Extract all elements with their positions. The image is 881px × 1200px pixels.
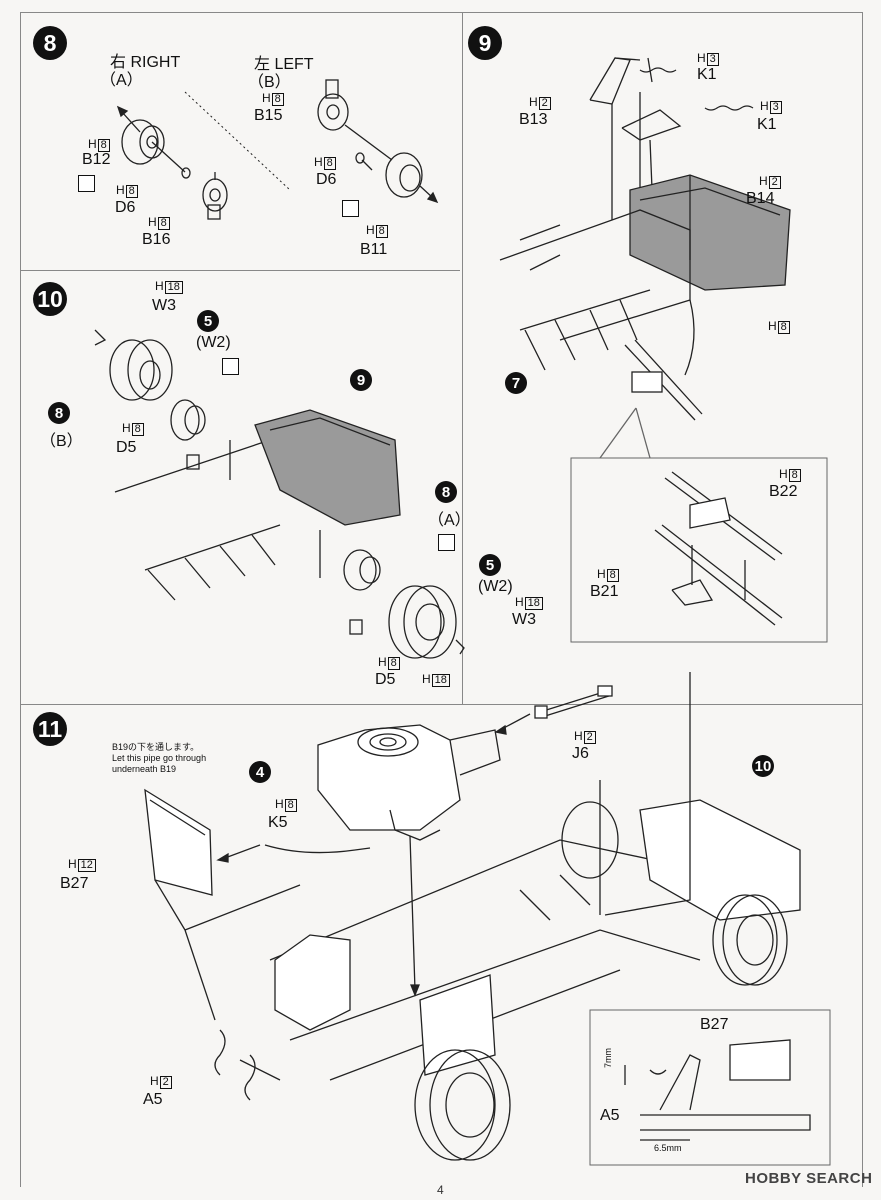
ref-step-8-sub: （A）	[428, 512, 471, 529]
part-code: B13	[519, 111, 548, 128]
ref-step-5-sub: (W2)	[196, 334, 231, 351]
pipe-note: B19の下を通します。 Let this pipe go through und…	[112, 742, 206, 775]
ref-step-7-badge: 7	[505, 372, 527, 394]
ref-step-8-badge: 8	[435, 481, 457, 503]
step-9-badge: 9	[468, 26, 502, 60]
part-code: B27	[60, 875, 89, 892]
part-code: D6	[316, 171, 337, 188]
pipe-note-en-2: underneath B19	[112, 764, 177, 774]
step-11-badge: 11	[33, 712, 67, 746]
step-10-badge: 10	[33, 282, 67, 316]
cement-icon	[78, 175, 95, 192]
part-code: B14	[746, 190, 775, 207]
detail-dim-vertical: 7mm	[603, 1048, 613, 1068]
part-code: K1	[757, 116, 777, 133]
step-8-badge: 8	[33, 26, 67, 60]
divider-center-vertical	[462, 12, 463, 705]
part-code: A5	[143, 1091, 163, 1108]
detail-part-a5: A5	[600, 1107, 620, 1124]
part-code: B15	[254, 107, 283, 124]
page-number: 4	[437, 1183, 444, 1197]
divider-top	[20, 12, 862, 13]
pipe-note-en-1: Let this pipe go through	[112, 753, 207, 763]
part-code: B12	[82, 151, 111, 168]
ref-step-8-badge: 8	[48, 402, 70, 424]
part-code: D5	[375, 671, 396, 688]
part-code: B22	[769, 483, 798, 500]
part-code: J6	[572, 745, 589, 762]
step8-left-sub: （B）	[248, 74, 291, 91]
ref-step-8-sub: （B）	[40, 433, 83, 450]
ref-step-4-badge: 4	[249, 761, 271, 783]
part-code: W3	[152, 297, 176, 314]
cement-icon	[342, 200, 359, 217]
cement-icon	[222, 358, 239, 375]
part-code: W3	[512, 611, 536, 628]
part-code: B11	[360, 241, 388, 258]
step8-right-label: 右 RIGHT	[110, 54, 181, 71]
watermark-logo: HOBBY SEARCH	[745, 1170, 873, 1187]
part-code: K5	[268, 814, 288, 831]
step8-left-label: 左 LEFT	[254, 56, 314, 73]
ref-step-5-badge: 5	[479, 554, 501, 576]
part-code: K1	[697, 66, 717, 83]
ref-step-10-badge: 10	[752, 755, 774, 777]
pipe-note-jp: B19の下を通します。	[112, 742, 200, 752]
part-code: B21	[590, 583, 619, 600]
divider-left-vertical	[20, 12, 21, 1187]
detail-part-b27: B27	[700, 1016, 729, 1033]
cement-icon	[438, 534, 455, 551]
ref-step-5-sub: (W2)	[478, 578, 513, 595]
divider-step8-step10	[20, 270, 460, 271]
divider-step11	[20, 704, 862, 705]
ref-step-5-badge: 5	[197, 310, 219, 332]
ref-step-9-badge: 9	[350, 369, 372, 391]
divider-right-vertical	[862, 12, 863, 1187]
step8-right-sub: （A）	[100, 72, 143, 89]
detail-dim-horizontal: 6.5mm	[654, 1143, 682, 1153]
part-code: D5	[116, 439, 137, 456]
part-code: B16	[142, 231, 171, 248]
part-code: D6	[115, 199, 136, 216]
